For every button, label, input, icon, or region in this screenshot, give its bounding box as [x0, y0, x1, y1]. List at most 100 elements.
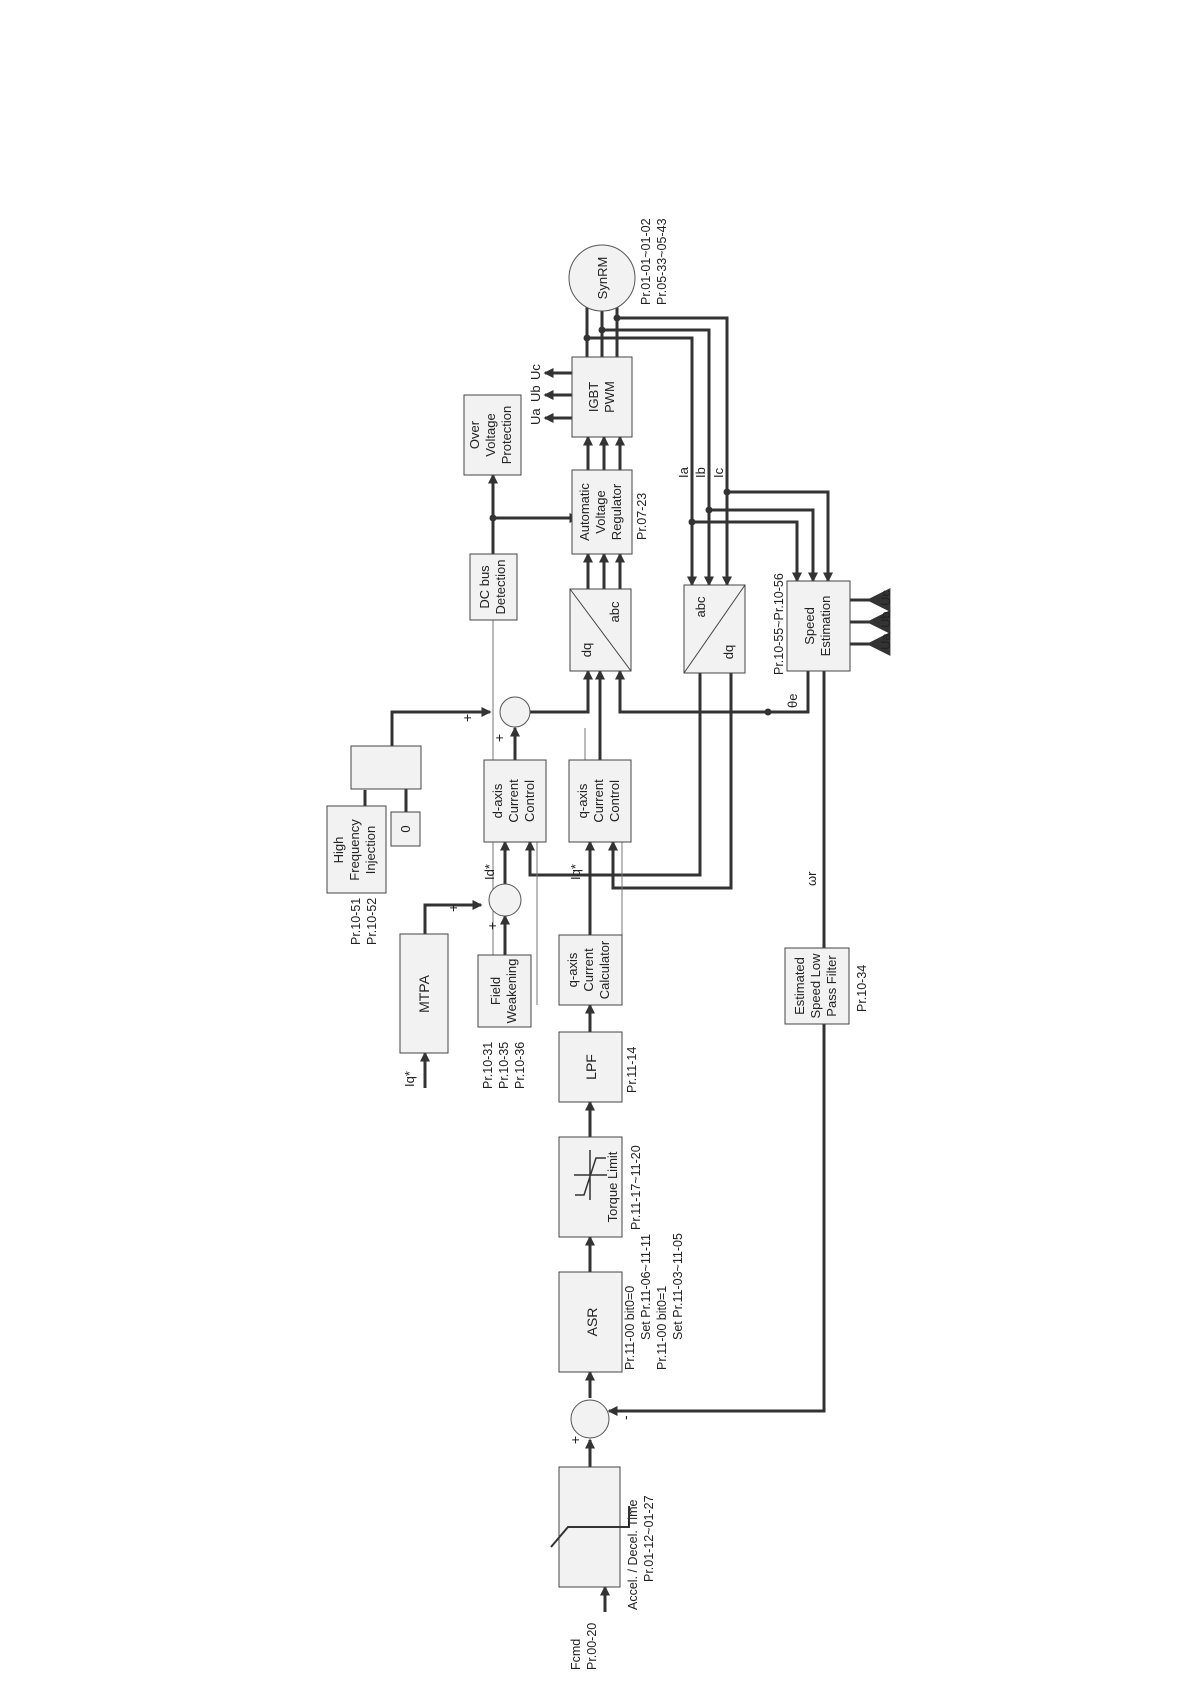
dc-bus-line-2: Detection: [493, 560, 508, 615]
q-ctrl-line-2: Current: [591, 779, 606, 823]
hfi-param-1: Pr.10-51: [349, 898, 363, 945]
q-calc-line-1: q-axis: [565, 952, 580, 987]
signal-labels: Iq* Id* Iq* ωr θe Ia Ib Ic Ua Ub Uc Ua U…: [402, 364, 893, 1444]
q-calc-line-2: Current: [581, 948, 596, 992]
q-current-control-block: q-axis Current Control: [568, 759, 632, 843]
accel-param: Pr.01-12~01-27: [642, 1495, 656, 1582]
uc-in-label: Uc: [878, 590, 893, 606]
asr-label: ASR: [584, 1308, 600, 1337]
dq-abc-top: dq: [579, 643, 594, 657]
mtpa-block: MTPA: [399, 933, 449, 1054]
q-ctrl-line-1: q-axis: [575, 783, 590, 818]
d-current-control-block: d-axis Current Control: [483, 759, 547, 843]
igbt-pwm-block: IGBT PWM: [571, 356, 633, 438]
q-current-calculator-block: q-axis Current Calculator: [558, 934, 623, 1006]
dq-to-abc-block: dq abc: [569, 588, 632, 672]
avr-line-2: Voltage: [593, 490, 608, 533]
motor-param-1: Pr.01-01~01-02: [639, 218, 653, 305]
v-sum-plus-1: +: [491, 734, 507, 742]
field-weakening-line-1: Field: [488, 977, 503, 1005]
abc-to-dq-block: abc dq: [683, 584, 746, 674]
lpf-param: Pr.11-14: [625, 1047, 639, 1093]
asr-param-3: Pr.11-00 bit0=1: [655, 1286, 669, 1370]
omega-r-label: ωr: [804, 871, 819, 886]
id-sum-plus-2: +: [484, 922, 500, 930]
avr-block: Automatic Voltage Regulator: [571, 469, 633, 555]
avr-line-1: Automatic: [577, 483, 592, 541]
estimated-speed-lpf-block: Estimated Speed Low Pass Filter: [784, 947, 850, 1025]
id-sum-plus-1: +: [445, 904, 461, 912]
d-ctrl-line-3: Control: [522, 780, 537, 822]
iq-star-label: Iq*: [568, 864, 583, 880]
fw-param-2: Pr.10-35: [497, 1042, 511, 1089]
abc-dq-top: abc: [693, 596, 708, 617]
fcmd-label: Fcmd: [569, 1639, 583, 1670]
motor-label: SynRM: [595, 257, 610, 300]
q-calc-line-3: Calculator: [597, 940, 612, 999]
igbt-line-2: PWM: [602, 381, 617, 413]
avr-line-3: Regulator: [609, 483, 624, 540]
iq-star-input-label: Iq*: [402, 1071, 417, 1087]
ovp-line-3: Protection: [499, 406, 514, 465]
d-ctrl-line-1: d-axis: [490, 783, 505, 818]
ovp-line-1: Over: [467, 420, 482, 449]
speed-est-param: Pr.10-55~Pr.10-56: [772, 573, 786, 675]
speed-sum-minus: -: [617, 1415, 633, 1420]
id-sum-junction: [488, 883, 522, 917]
est-filter-line-2: Speed Low: [808, 953, 823, 1019]
dq-abc-bottom: abc: [607, 601, 622, 622]
d-ctrl-line-2: Current: [506, 779, 521, 823]
hfi-line-1: High: [331, 837, 346, 864]
ua-out-label: Ua: [528, 408, 543, 425]
wires: [363, 302, 891, 1612]
over-voltage-protection-block: Over Voltage Protection: [463, 394, 522, 476]
ovp-line-2: Voltage: [483, 413, 498, 456]
est-filter-line-1: Estimated: [792, 957, 807, 1015]
speed-sum-plus: +: [567, 1436, 583, 1444]
accel-decel-ramp-block: [550, 1466, 630, 1588]
torque-limit-param: Pr.11-17~11-20: [629, 1145, 643, 1230]
asr-param-1: Pr.11-00 bit0=0: [623, 1286, 637, 1370]
igbt-line-1: IGBT: [586, 382, 601, 412]
lpf-label: LPF: [583, 1054, 599, 1080]
q-ctrl-line-3: Control: [607, 780, 622, 822]
dc-bus-detection-block: DC bus Detection: [469, 553, 518, 621]
asr-param-4: Set Pr.11-03~11-05: [671, 1233, 685, 1340]
fw-param-3: Pr.10-36: [513, 1042, 527, 1089]
fw-param-1: Pr.10-31: [481, 1042, 495, 1089]
dc-bus-line-1: DC bus: [477, 565, 492, 609]
zero-label: 0: [398, 825, 413, 832]
est-filter-param: Pr.10-34: [855, 965, 869, 1012]
ia-label: Ia: [676, 466, 691, 478]
ib-label: Ib: [693, 467, 708, 478]
fcmd-param: Pr.00-20: [585, 1623, 599, 1670]
ua-in-label: Ua: [878, 633, 893, 650]
hfi-switch-block: [350, 745, 422, 790]
voltage-sum-junction: [499, 696, 531, 728]
field-weakening-line-2: Weakening: [504, 959, 519, 1024]
torque-limit-label: Torque Limit: [605, 1151, 620, 1222]
torque-limit-block: Torque Limit: [558, 1136, 623, 1238]
mtpa-label: MTPA: [416, 974, 432, 1013]
synrm-motor: SynRM: [568, 244, 636, 312]
ic-label: Ic: [711, 467, 726, 478]
speed-sum-junction: [570, 1399, 610, 1439]
zero-block: 0: [390, 811, 421, 847]
field-weakening-block: Field Weakening: [477, 954, 532, 1028]
speed-est-line-2: Estimation: [818, 596, 833, 657]
lpf-block: LPF: [558, 1031, 623, 1103]
motor-param-2: Pr.05-33~05-43: [655, 218, 669, 305]
est-filter-line-3: Pass Filter: [824, 955, 839, 1017]
speed-estimation-block: Speed Estimation: [786, 580, 851, 672]
hfi-param-2: Pr.10-52: [365, 898, 379, 945]
avr-param: Pr.07-23: [635, 493, 649, 540]
ub-in-label: Ub: [878, 611, 893, 628]
id-star-label: Id*: [482, 864, 497, 880]
theta-e-label: θe: [785, 694, 800, 708]
abc-dq-bottom: dq: [721, 645, 736, 659]
accel-label: Accel. / Decel. Time: [626, 1500, 640, 1610]
parameter-labels: Fcmd Pr.00-20 Accel. / Decel. Time Pr.01…: [349, 218, 869, 1670]
asr-block: ASR: [558, 1271, 623, 1373]
hfi-block: High Frequency Injection: [326, 805, 387, 894]
